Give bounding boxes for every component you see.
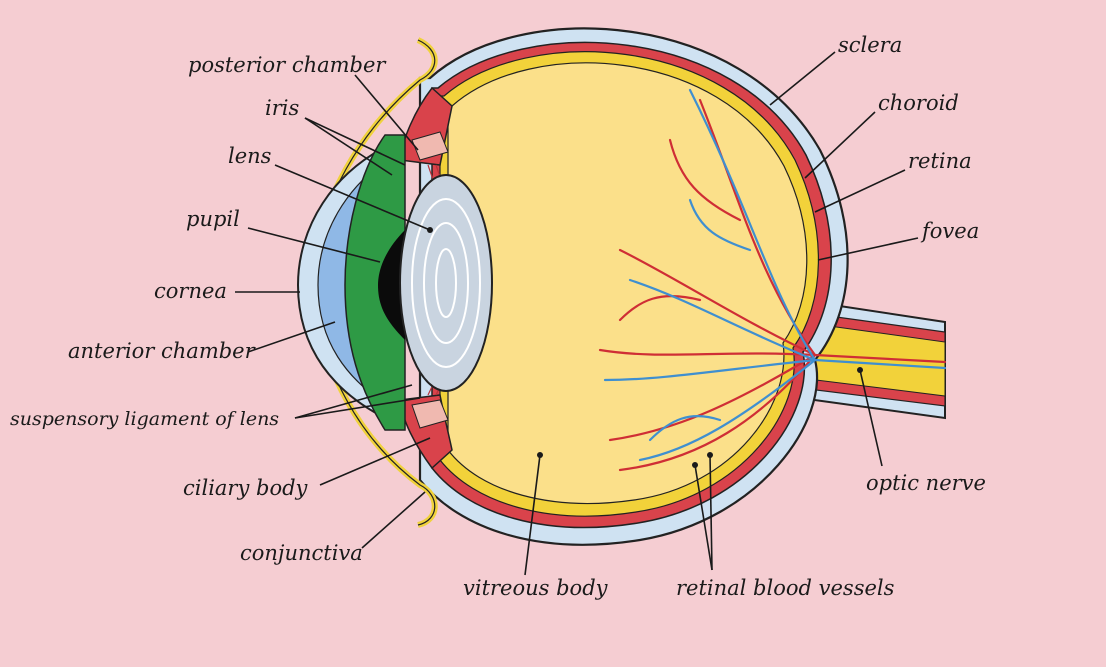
lens-ring-1 xyxy=(411,198,481,368)
label-lens: lens xyxy=(228,144,272,168)
ciliary-process-bottom xyxy=(411,399,449,429)
label-retinal-blood-vessels: retinal blood vessels xyxy=(676,576,895,600)
ciliary-process-top xyxy=(411,131,449,161)
retinal-vessels xyxy=(598,88,947,472)
label-pupil: pupil xyxy=(186,207,240,231)
vessel-red-4 xyxy=(608,353,817,442)
vessel-blue-4 xyxy=(638,358,817,462)
pupil-shape xyxy=(378,230,405,340)
label-posterior-chamber: posterior chamber xyxy=(188,53,387,77)
label-suspensory-ligament: suspensory ligament of lens xyxy=(10,408,279,430)
label-optic-nerve: optic nerve xyxy=(866,471,986,495)
vessel-red-3 xyxy=(598,348,817,357)
label-choroid: choroid xyxy=(878,91,959,115)
label-cornea: cornea xyxy=(154,279,227,303)
label-ciliary-body: ciliary body xyxy=(183,476,309,500)
label-conjunctiva: conjunctiva xyxy=(240,541,363,565)
vessel-blue-2 xyxy=(628,278,817,362)
vessel-blue-nerve xyxy=(813,358,947,370)
vessel-red-2 xyxy=(618,248,817,357)
vessel-blue-5 xyxy=(688,198,752,252)
leader-lines xyxy=(235,51,919,576)
label-vitreous-body: vitreous body xyxy=(463,576,609,600)
vessel-red-nerve xyxy=(813,353,947,364)
label-retina: retina xyxy=(908,149,972,173)
label-anterior-chamber: anterior chamber xyxy=(68,339,257,363)
vitreous-shape xyxy=(447,62,808,505)
vessel-blue-3 xyxy=(603,358,817,382)
lens-ring-3 xyxy=(435,248,457,318)
label-sclera: sclera xyxy=(838,33,902,57)
vessel-red-5 xyxy=(618,353,817,472)
vessel-red-7 xyxy=(618,295,702,322)
iris-shape xyxy=(344,134,406,431)
vessel-blue-1 xyxy=(688,88,817,362)
lens-shape xyxy=(399,174,493,392)
lens-ring-2 xyxy=(423,222,469,344)
vessel-blue-6 xyxy=(648,415,722,442)
vessel-red-6 xyxy=(668,138,742,222)
label-iris: iris xyxy=(265,96,299,120)
label-fovea: fovea xyxy=(920,219,979,243)
